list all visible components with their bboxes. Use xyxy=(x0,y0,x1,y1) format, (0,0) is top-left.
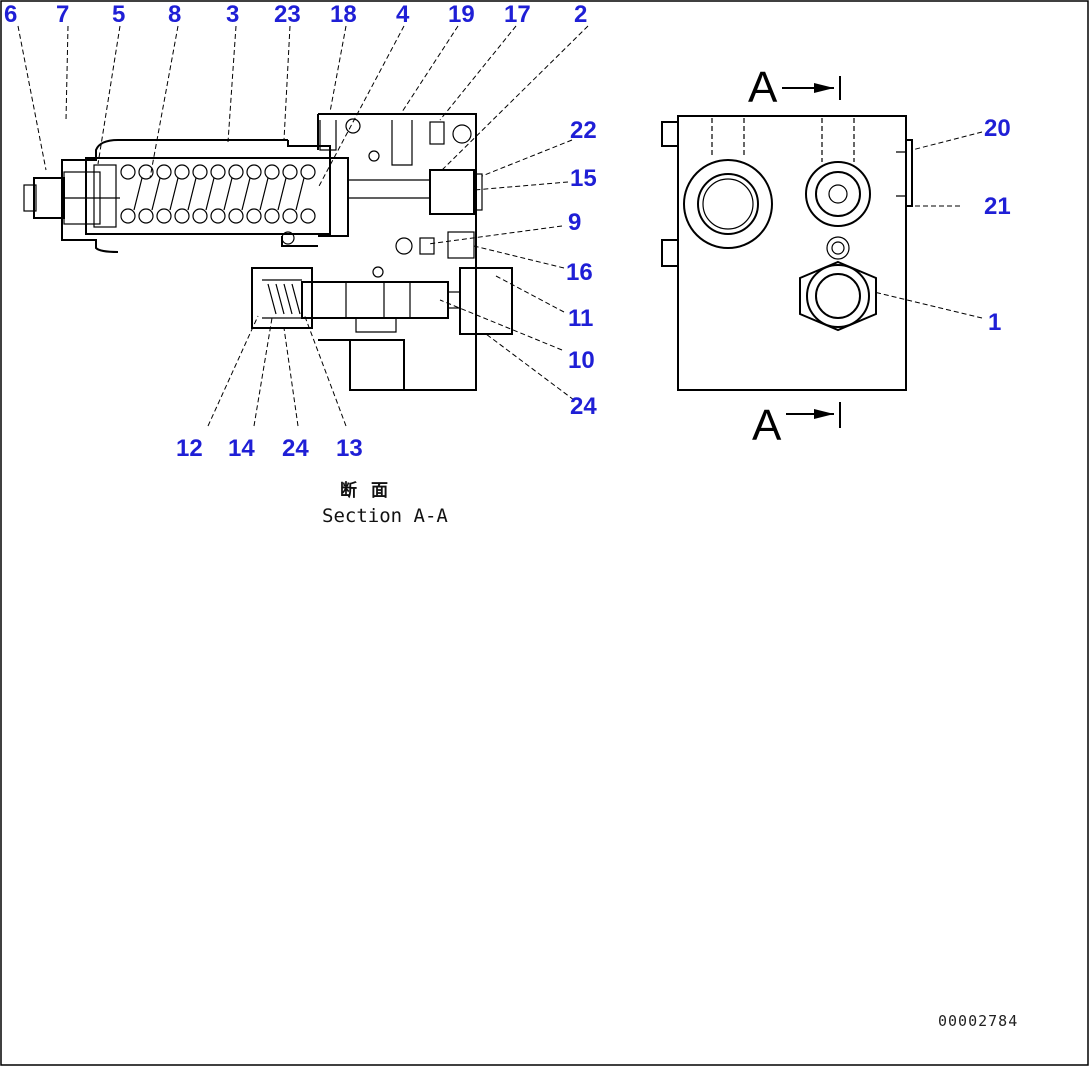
callout-21: 21 xyxy=(984,193,1011,220)
callout-1: 1 xyxy=(988,309,1001,336)
port-18 xyxy=(319,120,337,151)
callout-24-bottom: 24 xyxy=(282,435,309,462)
callout-23: 23 xyxy=(274,1,301,28)
spring-case-12 xyxy=(251,267,313,329)
callout-10: 10 xyxy=(568,347,595,374)
poppet-4 xyxy=(318,157,349,237)
spring-8 xyxy=(120,164,316,224)
callout-22: 22 xyxy=(570,117,597,144)
callout-3: 3 xyxy=(226,1,239,28)
callout-7: 7 xyxy=(56,1,69,28)
port-right xyxy=(805,161,871,227)
valve-block xyxy=(677,115,907,391)
valve-body xyxy=(318,113,477,391)
callout-17: 17 xyxy=(504,1,531,28)
spring-cavity xyxy=(85,157,331,235)
section-caption-jp: 断面 xyxy=(340,480,402,501)
callout-8: 8 xyxy=(168,1,181,28)
plug-top xyxy=(452,124,472,144)
section-marker-bottom: A xyxy=(752,401,782,450)
spring-14 xyxy=(267,283,301,315)
plug-16 xyxy=(447,231,475,259)
section-view xyxy=(23,113,513,391)
callout-12: 12 xyxy=(176,435,203,462)
solenoid-housing xyxy=(61,139,288,253)
callout-19: 19 xyxy=(448,1,475,28)
orifice-9 xyxy=(419,237,435,255)
callout-labels: 6 7 5 8 3 23 18 4 19 17 2 22 15 9 16 11 … xyxy=(4,1,1011,462)
port-left xyxy=(683,159,773,249)
document-id: 00002784 xyxy=(938,1012,1018,1030)
section-marker-top: A xyxy=(748,63,778,112)
callout-4: 4 xyxy=(396,1,410,28)
plug-11 xyxy=(459,267,513,335)
callout-14: 14 xyxy=(228,435,255,462)
spool-10 xyxy=(301,281,449,319)
plug-15 xyxy=(429,169,475,215)
port-17 xyxy=(429,121,445,145)
callout-15: 15 xyxy=(570,165,597,192)
port-19 xyxy=(391,120,413,166)
callout-2: 2 xyxy=(574,1,587,28)
callout-24-right: 24 xyxy=(570,393,597,420)
section-caption-en: Section A-A xyxy=(322,505,448,527)
seal-22 xyxy=(473,173,483,211)
connector-6 xyxy=(33,177,65,219)
hex-plug-1 xyxy=(799,260,877,332)
callout-13: 13 xyxy=(336,435,363,462)
callout-5: 5 xyxy=(112,1,125,28)
callout-20: 20 xyxy=(984,115,1011,142)
callout-18: 18 xyxy=(330,1,357,28)
callout-9: 9 xyxy=(568,209,581,236)
callout-16: 16 xyxy=(566,259,593,286)
callout-11: 11 xyxy=(568,305,593,332)
leader-lines xyxy=(17,25,983,427)
callout-6: 6 xyxy=(4,1,17,28)
exterior-view: A A xyxy=(661,63,913,450)
